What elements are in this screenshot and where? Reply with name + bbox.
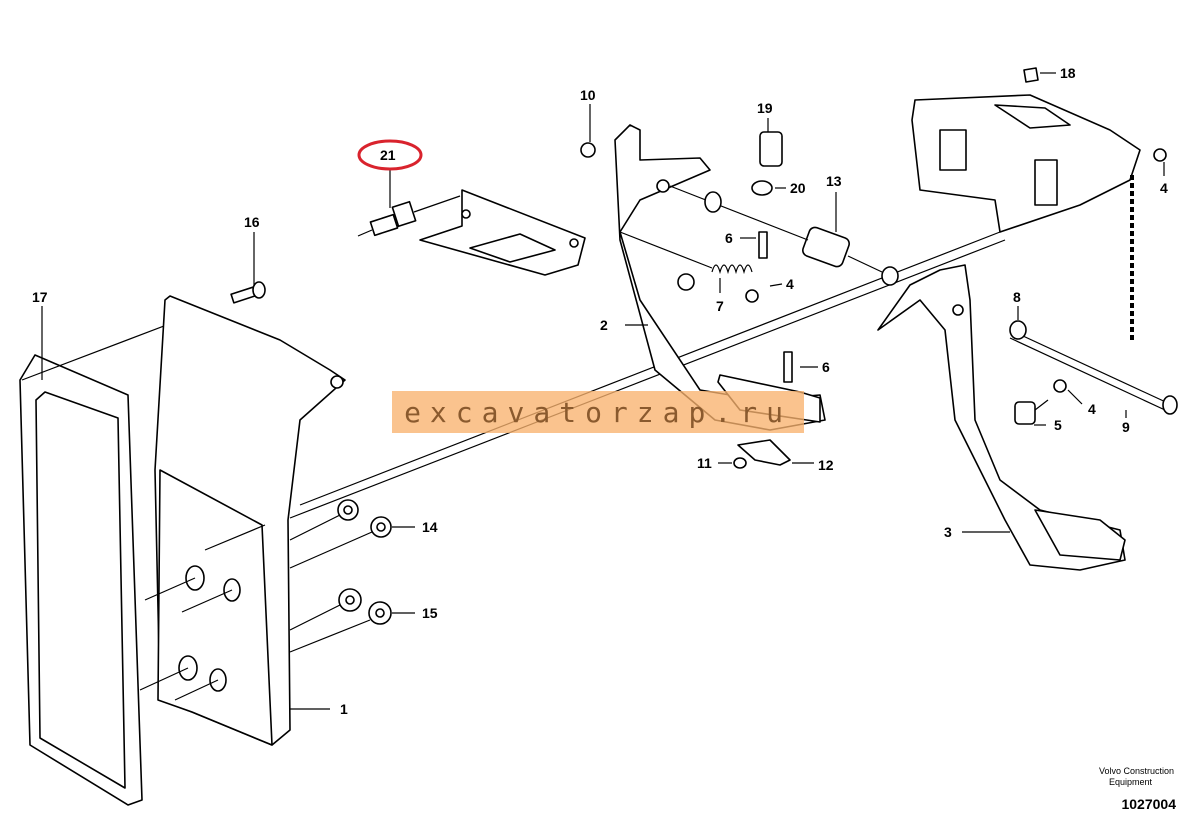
callout-4-spring: 4: [786, 276, 794, 292]
part-6-bolt: [758, 231, 793, 383]
callout-11: 11: [697, 455, 712, 471]
callout-6-upper: 6: [725, 230, 733, 246]
part-5-stop: [1014, 399, 1049, 425]
part-17-gasket: [19, 317, 186, 806]
part-16-screw: [230, 281, 266, 304]
part-21-switch: [357, 195, 461, 237]
part-13-spacer: [669, 185, 899, 286]
part-18-bolt: [1023, 67, 1039, 83]
callout-10: 10: [580, 87, 596, 103]
callout-18: 18: [1060, 65, 1076, 81]
part-15-washers: [289, 588, 392, 653]
callout-3: 3: [944, 524, 952, 540]
drawing-number: 1027004: [1121, 796, 1176, 812]
part-11-nut: [733, 457, 747, 469]
footer-company-line1: Volvo Construction: [1098, 766, 1174, 776]
watermark: excavatorzap.ru: [392, 391, 804, 433]
callout-20: 20: [790, 180, 806, 196]
callout-9: 9: [1122, 419, 1130, 435]
callout-16: 16: [244, 214, 260, 230]
part-1-plate: [139, 295, 346, 746]
part-4-nut: [745, 148, 1167, 393]
leader-lines: [41, 72, 1165, 710]
callout-21-highlight-ring: [357, 139, 423, 171]
part-20-nut: [751, 180, 773, 196]
callout-1: 1: [340, 701, 348, 717]
callout-8: 8: [1013, 289, 1021, 305]
callout-14: 14: [422, 519, 438, 535]
callout-15: 15: [422, 605, 438, 621]
switch-bracket: [419, 189, 586, 276]
footer-company-line2: Equipment: [1108, 777, 1152, 787]
callout-4-pedal: 4: [1088, 401, 1096, 417]
part-3-pedal: [877, 264, 1126, 571]
callout-17: 17: [32, 289, 48, 305]
part-9-pin: [1009, 320, 1178, 415]
part-14-washers: [289, 499, 392, 569]
callout-12: 12: [818, 457, 834, 473]
callout-6-lower: 6: [822, 359, 830, 375]
pedal-bracket: [911, 94, 1141, 340]
callout-7: 7: [716, 298, 724, 314]
part-12-plate: [737, 439, 791, 466]
callout-13: 13: [826, 173, 842, 189]
callout-2: 2: [600, 317, 608, 333]
callout-19: 19: [757, 100, 773, 116]
callout-4-bracket: 4: [1160, 180, 1168, 196]
callout-21: 21: [380, 147, 396, 163]
assembly-line: [289, 239, 1006, 519]
callout-5: 5: [1054, 417, 1062, 433]
part-10-nut: [580, 142, 596, 158]
part-19-clip: [759, 131, 783, 167]
part-7-spring: [619, 231, 753, 275]
